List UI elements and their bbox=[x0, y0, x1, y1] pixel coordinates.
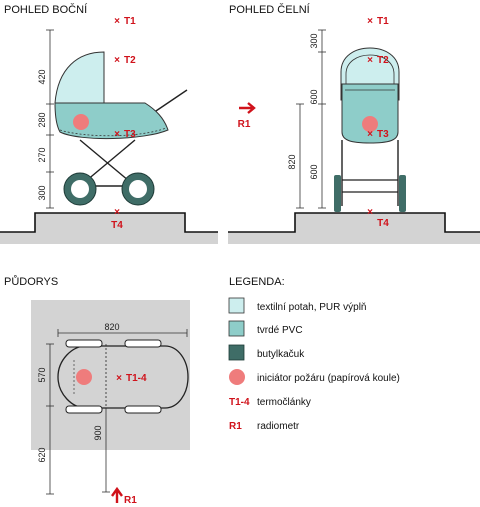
legend-igniter-swatch bbox=[229, 369, 245, 385]
side-dim-300: 300 bbox=[37, 185, 47, 200]
front-t2-label: T2 bbox=[377, 55, 389, 66]
wheel-plan bbox=[124, 405, 162, 414]
side-marker-x: × bbox=[114, 207, 120, 218]
front-t3-label: T3 bbox=[377, 129, 389, 140]
plan-marker-x: × bbox=[116, 373, 122, 384]
side-marker-x: × bbox=[114, 55, 120, 66]
front-dim-820: 820 bbox=[287, 154, 297, 169]
front-r1-label: R1 bbox=[238, 119, 251, 130]
front-dim-600b: 600 bbox=[309, 164, 319, 179]
floor-platform bbox=[0, 213, 218, 244]
hood-fabric bbox=[54, 51, 105, 104]
stroller-front bbox=[334, 47, 406, 212]
stroller-side bbox=[54, 51, 188, 206]
wheel-right bbox=[399, 175, 406, 212]
hood-inner-rim bbox=[345, 54, 395, 100]
plan-dim-620: 620 bbox=[37, 447, 47, 462]
side-dimension-line bbox=[46, 29, 54, 209]
legend-radiometer-symbol: R1 bbox=[229, 421, 242, 432]
side-marker-x: × bbox=[114, 129, 120, 140]
plan-r1-label: R1 bbox=[124, 495, 137, 506]
side-marker-x: × bbox=[114, 16, 120, 27]
plan-t14-label: T1-4 bbox=[126, 373, 147, 384]
igniter-ball bbox=[73, 114, 89, 130]
legend: LEGENDA: textilní potah, PUR výplň tvrdé… bbox=[228, 276, 400, 432]
front-marker-x: × bbox=[367, 55, 373, 66]
legend-title: LEGENDA: bbox=[229, 276, 285, 288]
side-dim-420: 420 bbox=[37, 69, 47, 84]
plan-left-dimension bbox=[46, 343, 54, 495]
front-t4-label: T4 bbox=[377, 218, 389, 229]
legend-fabric-text: textilní potah, PUR výplň bbox=[257, 302, 367, 313]
plan-dim-820: 820 bbox=[104, 322, 119, 332]
push-handle bbox=[149, 89, 188, 116]
floor-outline bbox=[228, 212, 480, 233]
radiometer-arrow-icon bbox=[239, 102, 256, 114]
wheel-back-hub bbox=[71, 180, 89, 198]
front-view: POHLED ČELNÍ 820 300 600 600 bbox=[228, 3, 480, 244]
floor-outline bbox=[0, 212, 218, 233]
front-dim-600a: 600 bbox=[309, 89, 319, 104]
legend-thermo-symbol: T1-4 bbox=[229, 397, 250, 408]
front-marker-x: × bbox=[367, 129, 373, 140]
stroller-plan bbox=[57, 339, 189, 414]
igniter-ball bbox=[76, 369, 92, 385]
side-dim-280: 280 bbox=[37, 112, 47, 127]
wheel-plan bbox=[65, 339, 103, 348]
legend-thermo-text: termočlánky bbox=[257, 397, 311, 408]
legend-swatch-fabric bbox=[228, 297, 245, 314]
side-view-title: POHLED BOČNÍ bbox=[4, 3, 88, 16]
legend-igniter-text: iniciátor požáru (papírová koule) bbox=[257, 373, 400, 384]
wheel-left bbox=[334, 175, 341, 212]
legend-radiometer-text: radiometr bbox=[257, 421, 300, 432]
plan-view: PŮDORYS 820 570 620 900 bbox=[4, 275, 190, 506]
legend-pvc-text: tvrdé PVC bbox=[257, 325, 303, 336]
wheel-front-hub bbox=[129, 180, 147, 198]
front-view-title: POHLED ČELNÍ bbox=[229, 3, 311, 16]
side-t3-label: T3 bbox=[124, 129, 136, 140]
front-right-dimension bbox=[318, 29, 326, 209]
plan-view-title: PŮDORYS bbox=[4, 275, 58, 288]
side-t2-label: T2 bbox=[124, 55, 136, 66]
plan-dim-570: 570 bbox=[37, 367, 47, 382]
wheel-plan bbox=[124, 339, 162, 348]
side-dim-270: 270 bbox=[37, 147, 47, 162]
floor-platform bbox=[228, 213, 480, 244]
plan-dim-900: 900 bbox=[93, 425, 103, 440]
side-t1-label: T1 bbox=[124, 16, 136, 27]
legend-rubber-text: butylkačuk bbox=[257, 349, 305, 360]
basket-pvc-front bbox=[341, 83, 399, 144]
front-t1-label: T1 bbox=[377, 16, 389, 27]
front-left-dimension bbox=[296, 103, 304, 209]
wheel-plan bbox=[65, 405, 103, 414]
legend-swatch-rubber bbox=[228, 344, 245, 361]
plan-top-dimension bbox=[57, 329, 188, 337]
basket-outline bbox=[57, 345, 189, 409]
igniter-ball bbox=[362, 116, 378, 132]
side-t4-label: T4 bbox=[111, 220, 123, 231]
front-marker-x: × bbox=[367, 207, 373, 218]
radiometer-arrow-icon bbox=[111, 486, 123, 503]
front-marker-x: × bbox=[367, 16, 373, 27]
legend-swatch-pvc bbox=[228, 320, 245, 337]
side-view: POHLED BOČNÍ 420 280 270 300 bbox=[0, 3, 218, 244]
basket-rim bbox=[59, 127, 167, 137]
front-dim-300: 300 bbox=[309, 33, 319, 48]
basket-pvc bbox=[54, 102, 169, 140]
